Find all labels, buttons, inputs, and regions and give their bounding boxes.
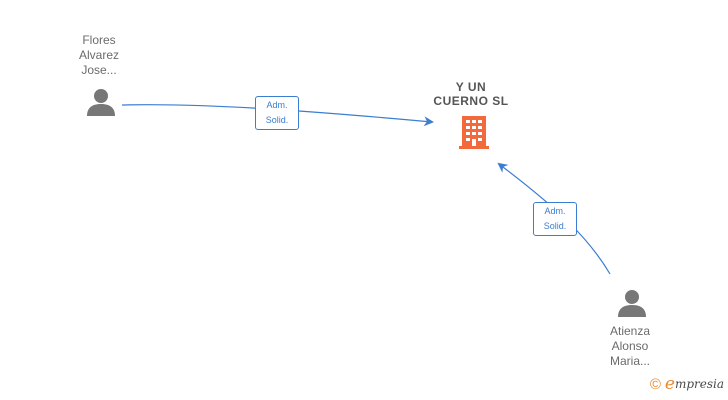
brand-name: mpresia	[674, 377, 724, 391]
person-name-0[interactable]: Flores Alvarez Jose...	[78, 33, 119, 77]
person-name-1[interactable]: Atienza Alonso Maria...	[609, 324, 651, 368]
brand-initial: e	[664, 374, 675, 394]
brand-logo: © e mpresia	[650, 374, 724, 394]
company-name[interactable]: Y UN CUERNO SL	[433, 80, 509, 108]
relation-label-0[interactable]: Adm. Solid.	[255, 96, 299, 130]
building-icon[interactable]	[457, 114, 491, 150]
person-icon[interactable]	[617, 288, 647, 318]
copyright-icon: ©	[649, 375, 661, 393]
person-icon[interactable]	[86, 87, 116, 117]
relation-label-1[interactable]: Adm. Solid.	[533, 202, 577, 236]
